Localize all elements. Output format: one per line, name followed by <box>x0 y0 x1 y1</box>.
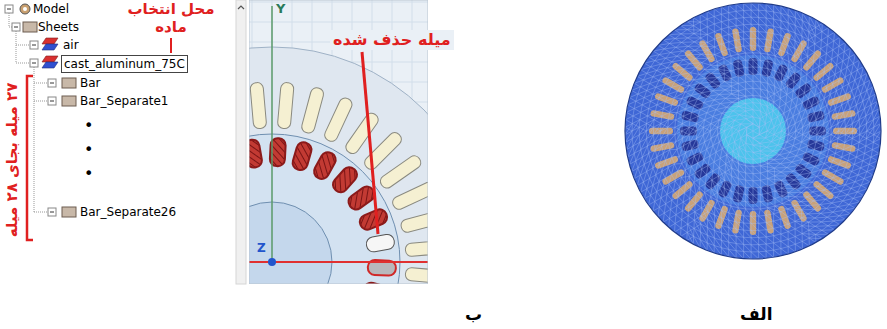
slot-mesh <box>684 190 704 212</box>
tree-item: Model <box>33 1 69 17</box>
stator-slot <box>300 86 324 134</box>
slot-mesh <box>812 62 834 82</box>
folder-icon <box>62 207 76 217</box>
expand-box <box>48 208 56 216</box>
tree-item: air <box>63 37 79 53</box>
model-icon <box>20 4 30 14</box>
bracket <box>27 76 33 240</box>
grid-line <box>249 22 428 23</box>
ellipsis-dot: • <box>84 166 93 182</box>
tree-item: Bar_Separate26 <box>80 204 176 220</box>
panel-label: ب <box>465 304 482 324</box>
stator-slot <box>400 209 428 233</box>
removed-bar <box>365 233 395 253</box>
expand-minus <box>32 63 36 64</box>
slot-mesh <box>732 28 742 53</box>
y-axis <box>271 6 273 262</box>
tree-line <box>34 212 48 213</box>
annotation: ۲۷ میله بجای ۲۸ میله <box>3 83 21 238</box>
slot-mesh <box>802 49 822 71</box>
grid-line <box>249 2 428 3</box>
stator-slot <box>391 180 428 211</box>
leader-line <box>170 38 172 53</box>
expand-minus <box>50 212 54 213</box>
expand-box <box>30 59 38 67</box>
expand-box <box>12 23 20 31</box>
folder-icon <box>23 22 37 32</box>
axis-label: Y <box>276 1 285 17</box>
expand-minus <box>50 101 54 102</box>
stator-slot <box>344 111 381 156</box>
slot-mesh <box>831 110 856 120</box>
slot-mesh <box>827 92 852 106</box>
material-icon <box>42 44 58 50</box>
stator-mesh <box>625 3 881 259</box>
expand-minus <box>50 83 54 84</box>
model-icon-hole <box>23 7 27 11</box>
tree-line <box>34 83 48 84</box>
folder-icon <box>62 96 76 106</box>
zoom-view <box>249 0 428 284</box>
leader-line <box>362 52 378 234</box>
mesh-view <box>625 3 881 259</box>
expand-minus <box>7 9 11 10</box>
ellipsis-dot: • <box>84 118 93 134</box>
material-icon <box>42 62 58 68</box>
stator-outline <box>249 47 428 284</box>
rotor-bar <box>291 141 313 172</box>
rotor-bar <box>249 139 263 169</box>
stator-slot <box>405 267 428 284</box>
expand-box <box>5 5 13 13</box>
rotor-bar <box>312 150 339 182</box>
tree-line <box>16 63 30 64</box>
annotation: میله حذف شده <box>330 30 454 50</box>
tree-line <box>16 31 17 63</box>
shaft-outline <box>249 202 332 284</box>
rotor-bar <box>358 207 390 232</box>
rotor-bar <box>330 164 360 195</box>
annotation: محل انتخاب ماده <box>112 0 230 36</box>
ellipsis-dot: • <box>84 142 93 158</box>
origin-dot <box>268 258 276 266</box>
stator-slot <box>323 96 354 143</box>
model-tree <box>5 0 246 284</box>
scrollbar <box>236 0 246 284</box>
expand-box <box>30 41 38 49</box>
expand-box <box>48 97 56 105</box>
tree-line <box>34 67 35 212</box>
bar-mesh <box>717 63 732 82</box>
mesh-lines <box>625 3 881 259</box>
motor-outline <box>625 3 881 259</box>
tree-item: Sheets <box>38 19 79 35</box>
tree-line <box>9 13 10 27</box>
tree-line <box>34 101 48 102</box>
tree-item: Bar_Separate1 <box>80 93 169 109</box>
tree-item-selected: cast_aluminum_75C <box>61 55 188 73</box>
material-icon <box>42 38 58 44</box>
bar-mesh <box>773 180 788 199</box>
slot-mesh <box>777 32 791 57</box>
stator-slot <box>277 82 294 129</box>
material-icon <box>42 56 58 62</box>
axis-label: Z <box>257 240 266 256</box>
tree-line <box>16 45 30 46</box>
panel-label: الف <box>740 304 772 324</box>
folder-icon <box>62 78 76 88</box>
stator-slot <box>405 240 428 257</box>
grid-line <box>272 0 273 284</box>
expand-minus <box>32 45 36 46</box>
expand-box <box>48 79 56 87</box>
stator-slot <box>250 82 267 129</box>
tree-item: Bar <box>80 75 101 91</box>
scroll-arrow <box>238 6 244 9</box>
expand-minus <box>14 27 18 28</box>
